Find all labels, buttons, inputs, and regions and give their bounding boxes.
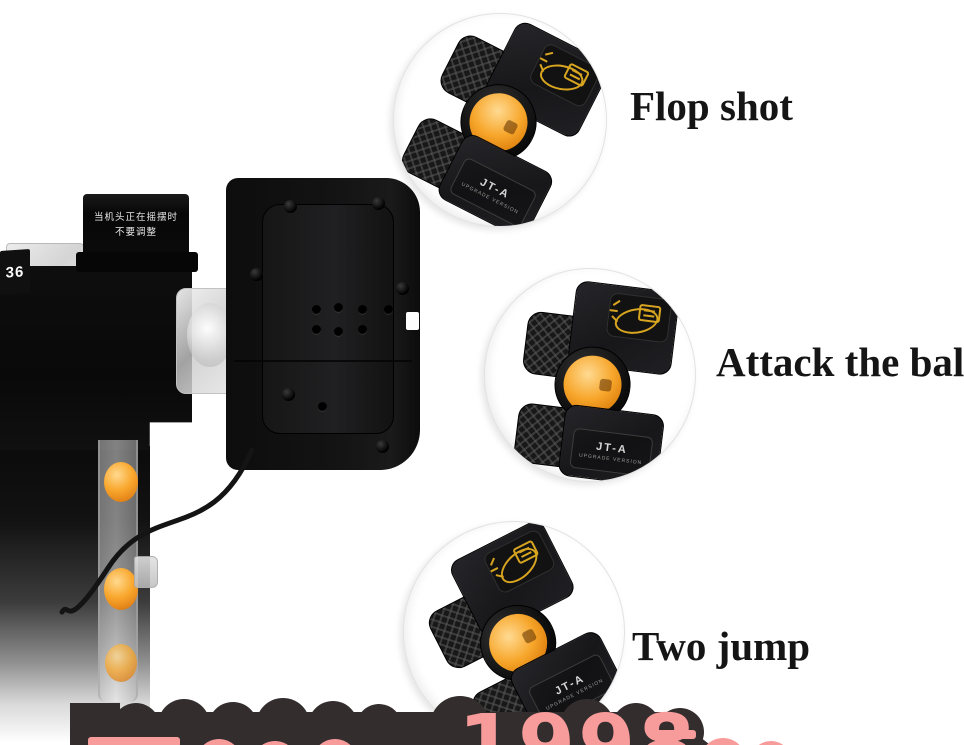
logo-icon (539, 57, 548, 63)
vent-hole (312, 325, 321, 334)
callout-circle-flop-shot: JT-A UPGRADE VERSION (393, 13, 607, 227)
head-photo-attack-the-ball: JT-A UPGRADE VERSION (510, 275, 683, 481)
head-bottom-section: JT-A UPGRADE VERSION (557, 403, 666, 481)
watermark-blob (356, 704, 402, 745)
hinge-notch (406, 312, 419, 330)
label-attack-the-ball: Attack the ball (716, 339, 964, 385)
logo-icon (544, 51, 554, 56)
watermark-blob (158, 699, 210, 745)
ball-feed-tube (98, 440, 138, 702)
watermark-partial-glyph (750, 741, 792, 745)
head-rear-panel (262, 204, 394, 434)
screw (250, 268, 263, 281)
warning-label-base (76, 252, 198, 272)
warning-label-line1: 当机头正在摇摆时 (93, 212, 178, 224)
logo-icon (495, 574, 504, 578)
brand-logo (605, 292, 673, 344)
logo-icon (612, 299, 621, 306)
watermark-blob (308, 701, 358, 745)
brand-logo (481, 527, 557, 596)
watermark-blob (208, 702, 258, 745)
watermark-blob (656, 708, 704, 745)
screw (376, 440, 389, 453)
model-badge: JT-A UPGRADE VERSION (526, 652, 617, 725)
watermark-partial-glyph (312, 739, 358, 745)
panel-seam (234, 360, 412, 362)
machine-body (0, 266, 192, 450)
vent-hole (384, 305, 393, 314)
model-badge: JT-A UPGRADE VERSION (569, 427, 654, 478)
logo-icon (609, 309, 618, 313)
vent-hole (318, 402, 327, 411)
watermark-blob (256, 698, 310, 745)
vent-hole (358, 325, 367, 334)
watermark-partial-glyph (252, 741, 298, 745)
tube-nozzle (134, 556, 158, 588)
warning-label: 当机头正在摇摆时 不要调整 (83, 194, 189, 258)
model-name: JT-A (595, 440, 629, 457)
ping-pong-ball (104, 462, 138, 502)
watermark-blob (100, 712, 680, 745)
watermark-partial-glyph (196, 739, 242, 745)
watermark-partial-glyph (652, 730, 696, 739)
logo-icon (490, 567, 499, 573)
screw (372, 197, 385, 210)
watermark-blob (612, 703, 660, 745)
label-flop-shot: Flop shot (630, 83, 793, 129)
model-subtitle: UPGRADE VERSION (578, 452, 643, 467)
vent-hole (334, 303, 343, 312)
screw (282, 388, 295, 401)
callout-circle-attack-the-ball: JT-A UPGRADE VERSION (484, 268, 696, 482)
callout-circle-two-jump: JT-A UPGRADE VERSION (403, 521, 625, 743)
model-badge: JT-A UPGRADE VERSION (448, 156, 538, 226)
ball-counter-value: 36 (0, 248, 30, 296)
vent-hole (334, 327, 343, 336)
vent-hole (358, 305, 367, 314)
watermark-blob (634, 712, 732, 745)
brand-logo (527, 41, 603, 109)
logo-icon (489, 557, 495, 566)
watermark-partial-glyph (700, 738, 746, 745)
screw (284, 200, 297, 213)
machine-head-rear (226, 178, 420, 470)
head-photo-flop-shot: JT-A UPGRADE VERSION (394, 14, 606, 226)
warning-label-line2: 不要调整 (114, 227, 157, 238)
label-two-jump: Two jump (632, 623, 811, 669)
logo-icon (612, 305, 661, 337)
vent-hole (312, 305, 321, 314)
screw (396, 282, 409, 295)
head-photo-two-jump: JT-A UPGRADE VERSION (408, 522, 624, 742)
ping-pong-ball (105, 644, 137, 682)
ping-pong-ball (104, 568, 138, 610)
